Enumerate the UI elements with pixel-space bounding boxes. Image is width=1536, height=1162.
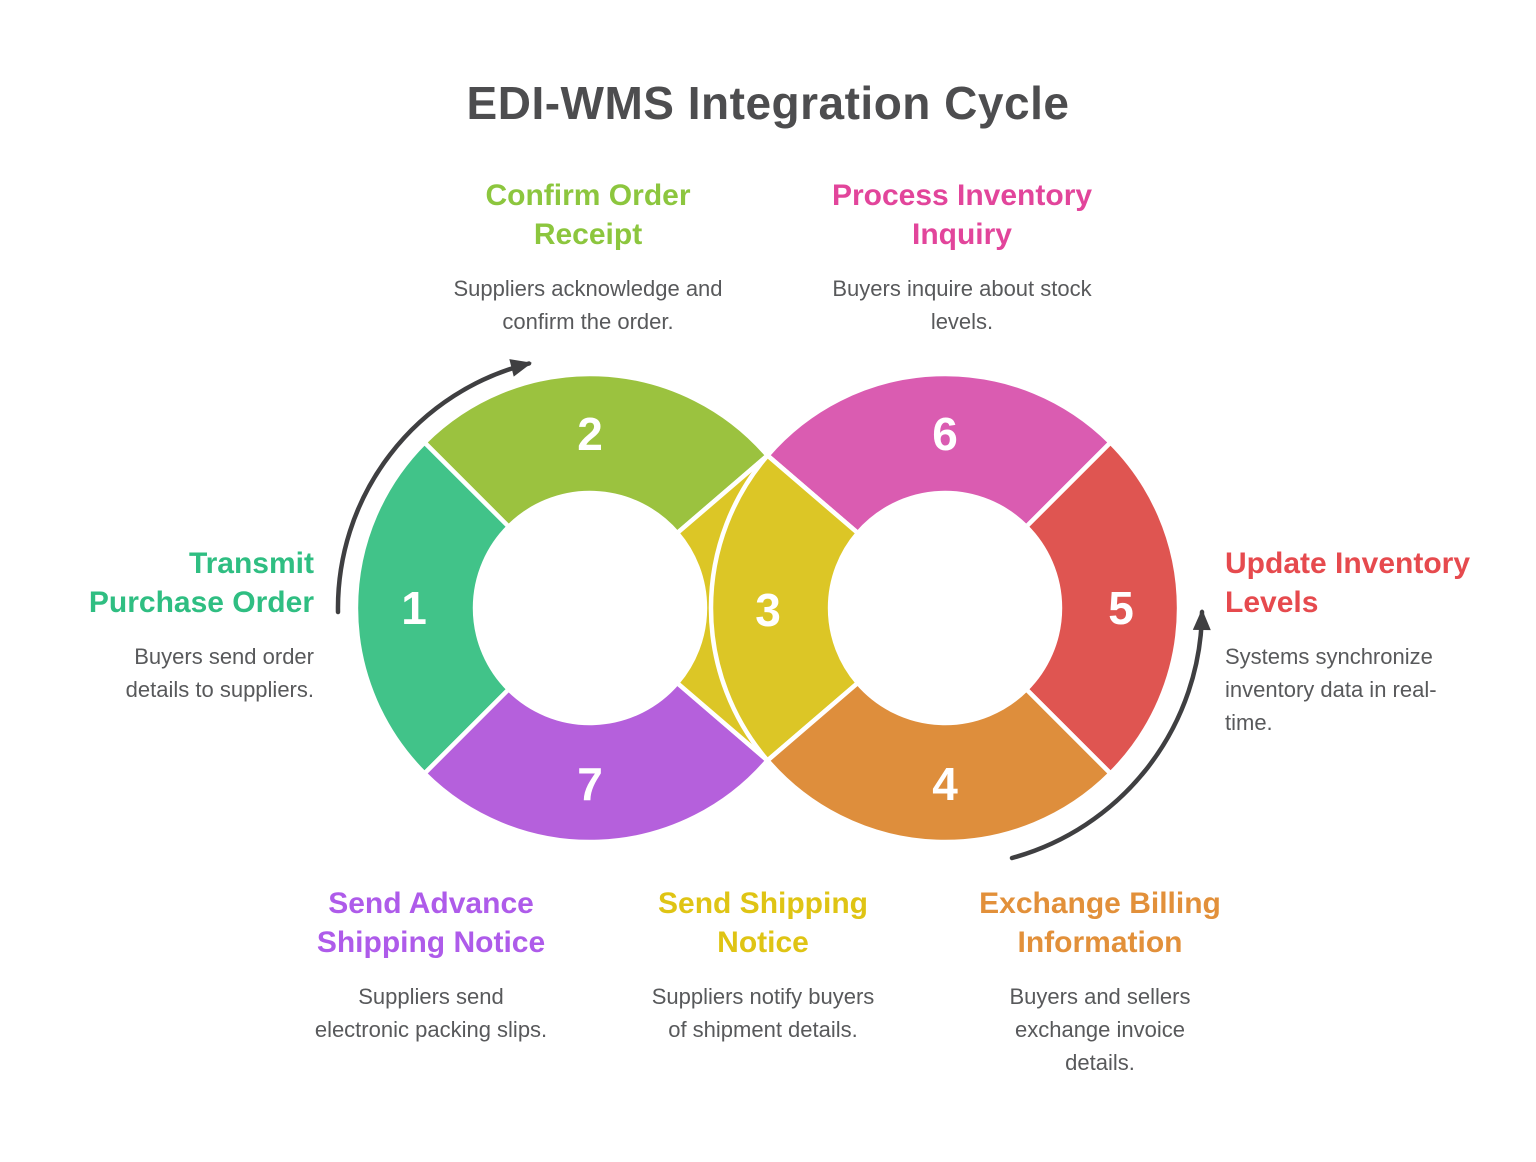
segment-7-number: 7 <box>577 758 603 810</box>
label-exchange-billing-information: Exchange Billing Information Buyers and … <box>925 884 1275 1079</box>
segment-3-west-overlay <box>708 453 861 763</box>
page-title: EDI-WMS Integration Cycle <box>466 77 1070 129</box>
label-description: Buyers inquire about stock levels. <box>832 276 1092 334</box>
label-confirm-order-receipt: Confirm Order Receipt Suppliers acknowle… <box>408 176 768 338</box>
label-description: Suppliers send electronic packing slips. <box>314 984 548 1042</box>
segment-7 <box>422 680 770 845</box>
segment-5-number: 5 <box>1108 582 1134 634</box>
label-send-advance-shipping-notice: Send Advance Shipping Notice Suppliers s… <box>256 884 606 1046</box>
segment-5 <box>1024 440 1182 776</box>
segment-1 <box>353 440 511 776</box>
label-transmit-purchase-order: Transmit Purchase Order Buyers send orde… <box>52 544 314 706</box>
label-heading: Exchange Billing Information <box>979 887 1221 959</box>
segment-6 <box>765 371 1113 536</box>
segment-6-number: 6 <box>932 408 958 460</box>
curved-arrow-bottom-right-icon <box>1009 609 1211 861</box>
curved-arrow-top-left-icon <box>335 359 532 615</box>
label-heading: Send Shipping Notice <box>658 887 868 959</box>
label-send-shipping-notice: Send Shipping Notice Suppliers notify bu… <box>588 884 938 1046</box>
label-heading: Update Inventory Levels <box>1225 547 1471 619</box>
segment-2 <box>422 371 770 536</box>
label-heading: Send Advance Shipping Notice <box>316 887 546 959</box>
label-update-inventory-levels: Update Inventory Levels Systems synchron… <box>1225 544 1525 739</box>
label-description: Systems synchronize inventory data in re… <box>1225 644 1437 735</box>
segment-3-number: 3 <box>755 584 781 636</box>
label-description: Buyers and sellers exchange invoice deta… <box>1009 984 1191 1075</box>
segment-1-number: 1 <box>401 582 427 634</box>
label-description: Suppliers notify buyers of shipment deta… <box>651 984 875 1042</box>
label-heading: Transmit Purchase Order <box>88 547 314 619</box>
label-heading: Process Inventory Inquiry <box>831 179 1093 251</box>
segment-2-number: 2 <box>577 408 603 460</box>
segment-4-number: 4 <box>932 758 958 810</box>
segment-4-overlay <box>765 680 1113 845</box>
label-description: Suppliers acknowledge and confirm the or… <box>453 276 723 334</box>
label-process-inventory-inquiry: Process Inventory Inquiry Buyers inquire… <box>782 176 1142 338</box>
label-heading: Confirm Order Receipt <box>485 179 691 251</box>
label-description: Buyers send order details to suppliers. <box>125 644 314 702</box>
